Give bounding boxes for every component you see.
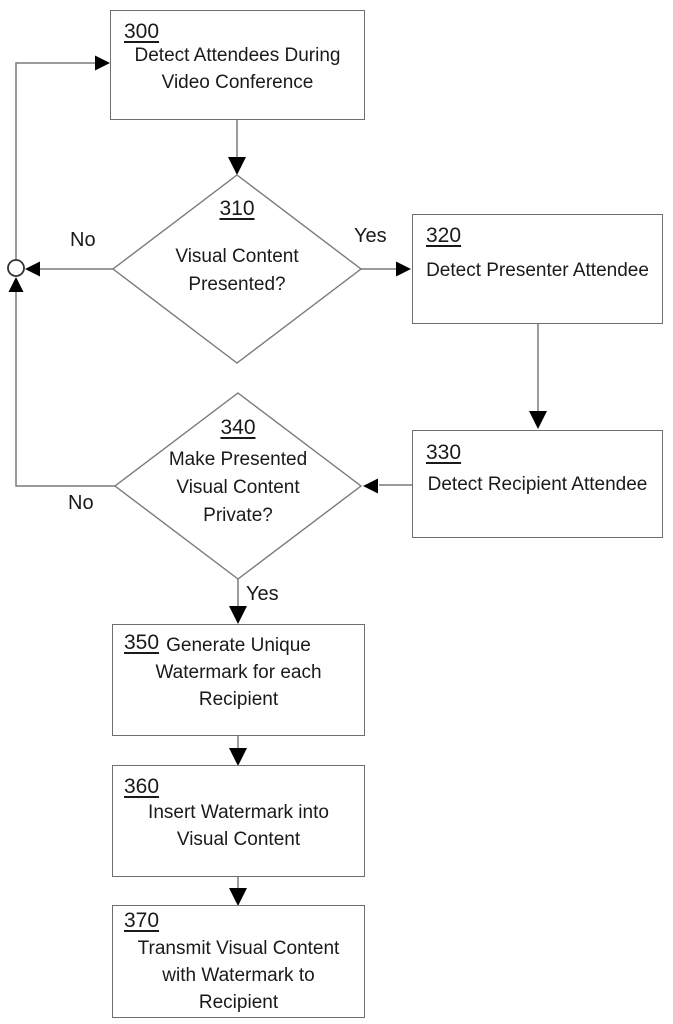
arrowhead-into-junction-left [25, 261, 40, 277]
decision-340-text: Make Presented Visual Content Private? [115, 446, 361, 530]
decision-310-text-line: Visual Content [175, 246, 299, 267]
box-350-text-line: Watermark for each [155, 662, 322, 683]
decision-310-text-line: Presented? [188, 274, 286, 295]
edge-label-340-no: No [68, 492, 94, 514]
process-box-360: 360 Insert Watermark into Visual Content [112, 765, 365, 877]
loopback-line [15, 62, 95, 260]
arrowhead-into-330 [529, 411, 547, 429]
reference-numeral-300: 300 [124, 20, 160, 43]
box-370-text-line: with Watermark to [162, 965, 315, 986]
edge-label-310-yes: Yes [354, 225, 387, 247]
process-box-300: 300 Detect Attendees During Video Confer… [110, 10, 365, 120]
box-370-text-line: Recipient [198, 992, 279, 1013]
process-box-330: 330 Detect Recipient Attendee [412, 430, 663, 538]
box-320-text-line: Detect Presenter Attendee [426, 260, 649, 281]
reference-numeral-320: 320 [426, 224, 462, 247]
reference-numeral-310: 310 [219, 197, 255, 220]
edge-label-310-no: No [70, 229, 96, 251]
loop-junction-circle [7, 259, 25, 277]
decision-310-text: Visual Content Presented? [113, 243, 361, 299]
arrowhead-into-320 [396, 261, 411, 277]
process-box-320: 320 Detect Presenter Attendee [412, 214, 663, 324]
arrowhead-into-310 [228, 157, 246, 175]
arrowhead-into-junction-bottom [8, 277, 24, 292]
reference-numeral-360: 360 [124, 775, 160, 798]
box-300-text-line: Detect Attendees During [134, 45, 341, 66]
decision-340-text-line: Private? [203, 505, 273, 526]
line-340-junction [15, 292, 115, 487]
arrowhead-into-350 [229, 606, 247, 624]
arrowhead-into-300 [95, 55, 110, 71]
process-box-350: 350 Generate Unique Watermark for each R… [112, 624, 365, 736]
arrowhead-into-360 [229, 748, 247, 766]
box-370-text-line: Transmit Visual Content [137, 938, 340, 959]
decision-340-text-line: Visual Content [176, 477, 300, 498]
decision-340-text-line: Make Presented [168, 449, 308, 470]
box-360-text-line: Visual Content [176, 829, 301, 850]
box-350-text-line: Generate Unique [166, 635, 311, 656]
reference-numeral-350: 350 [124, 631, 160, 654]
arrowhead-into-340 [363, 478, 378, 494]
arrowhead-into-370 [229, 888, 247, 906]
box-350-text-line: Recipient [198, 689, 279, 710]
box-300-text-line: Video Conference [161, 72, 314, 93]
edge-label-340-yes: Yes [246, 583, 279, 605]
box-360-text-line: Insert Watermark into [148, 802, 329, 823]
reference-numeral-330: 330 [426, 441, 462, 464]
box-330-text-line: Detect Recipient Attendee [427, 474, 648, 495]
reference-numeral-370: 370 [124, 909, 160, 932]
process-box-370: 370 Transmit Visual Content with Waterma… [112, 905, 365, 1018]
reference-numeral-340: 340 [220, 416, 256, 439]
decision-diamond-310 [111, 174, 363, 364]
